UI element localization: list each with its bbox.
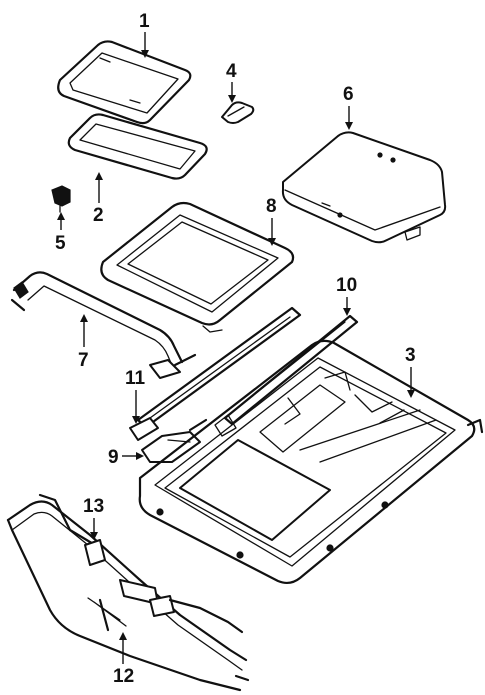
part-2-glass-seal [67,113,208,180]
part-4-bracket [221,101,255,124]
callout-label-4: 4 [226,61,237,82]
callout-9: 9 [108,447,144,468]
part-9-motor-bracket [141,418,208,463]
part-1-glass-panel [57,40,192,125]
callout-12: 12 [113,632,134,687]
callout-label-11: 11 [125,368,146,389]
part-3-housing [138,339,484,585]
callout-8: 8 [266,196,277,246]
callout-11: 11 [125,368,146,424]
part-5-clip [51,185,71,213]
part-8-frame [100,201,295,333]
callout-2: 2 [93,172,104,226]
callout-label-1: 1 [139,11,150,32]
part-12-13-drain-hoses [6,493,250,692]
callout-10: 10 [336,275,357,316]
callout-label-7: 7 [78,350,89,371]
part-10-guide-rail [214,314,359,437]
callout-7: 7 [78,314,89,371]
callout-label-9: 9 [108,447,119,468]
callout-3: 3 [405,345,416,398]
callout-1: 1 [139,11,150,58]
callout-label-2: 2 [93,205,104,226]
callout-label-8: 8 [266,196,277,217]
callout-5: 5 [55,212,66,254]
callout-label-6: 6 [343,84,354,105]
part-6-sunshade [281,131,447,244]
callout-label-10: 10 [336,275,357,296]
callout-13: 13 [83,496,104,540]
callout-label-5: 5 [55,233,66,254]
callout-4: 4 [226,61,237,103]
callout-label-12: 12 [113,666,134,687]
callout-label-3: 3 [405,345,416,366]
part-11-side-rail [129,306,302,441]
callout-label-13: 13 [83,496,104,517]
callout-6: 6 [343,84,354,130]
part-7-drive-rail [10,271,197,379]
